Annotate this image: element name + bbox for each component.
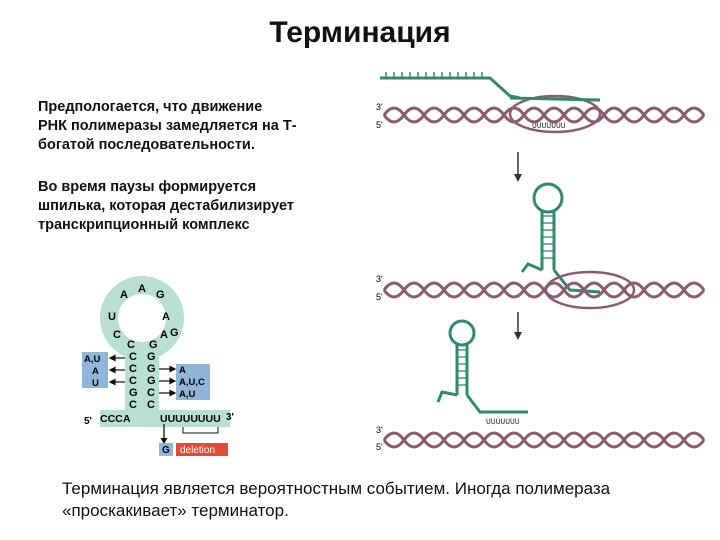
five-prime-label: 5' bbox=[376, 292, 383, 302]
stem-base: G bbox=[147, 375, 156, 387]
loop-base: A bbox=[162, 311, 170, 323]
deletion-label: deletion bbox=[180, 445, 215, 456]
loop-base: C bbox=[113, 329, 121, 341]
loop-base: U bbox=[108, 311, 116, 323]
loop-base: A bbox=[138, 283, 146, 295]
hairpin-tail-band bbox=[100, 410, 230, 427]
stem-base: G bbox=[129, 387, 138, 399]
five-prime-label: 5' bbox=[376, 442, 383, 452]
loop-base: G bbox=[170, 327, 179, 339]
u-tail-label: UUUUUUU bbox=[486, 418, 520, 427]
three-prime-label: 3' bbox=[226, 412, 234, 423]
left-arrows bbox=[108, 354, 125, 386]
deletion-badge bbox=[176, 443, 228, 456]
stem-base: C bbox=[129, 351, 137, 363]
paragraph-line: богатой последовательности. bbox=[38, 137, 255, 153]
g-base: G bbox=[162, 445, 170, 456]
stage-elongation: UUUUUUU 3' 5' bbox=[376, 72, 706, 134]
stem-base: G bbox=[149, 339, 158, 351]
footer-line: Терминация является вероятностным событи… bbox=[62, 479, 611, 498]
u-tail-label: UUUUUUU bbox=[532, 122, 566, 131]
right-variant-box bbox=[176, 364, 210, 400]
hairpin-structure: A A G A U G C A C C C C G G G G G C C C … bbox=[82, 276, 234, 456]
loop-base: A bbox=[120, 289, 128, 301]
paragraph-line: транскрипционный комплекс bbox=[38, 217, 250, 233]
right-variant: A,U,C bbox=[179, 377, 205, 388]
stem-base: C bbox=[129, 363, 137, 375]
paragraph-line: шпилька, которая дестабилизирует bbox=[38, 198, 294, 214]
five-prime-label: 5' bbox=[84, 416, 92, 427]
flow-arrowhead bbox=[514, 332, 522, 340]
stem-base: C bbox=[127, 339, 135, 351]
stem-base: C bbox=[129, 399, 137, 411]
u-bracket bbox=[182, 427, 219, 434]
stage-hairpin: 3' 5' bbox=[376, 182, 706, 310]
three-prime-label: 3' bbox=[376, 102, 383, 112]
page-title: Терминация bbox=[269, 16, 451, 49]
hairpin-stem-band bbox=[125, 346, 159, 414]
paragraph-line: Во время паузы формируется bbox=[38, 179, 257, 195]
deletion-arrowhead bbox=[160, 438, 168, 444]
flow-arrowhead bbox=[514, 174, 522, 182]
footer-note: Терминация является вероятностным событи… bbox=[62, 478, 712, 522]
stem-base: C bbox=[129, 375, 137, 387]
right-arrows bbox=[159, 365, 177, 397]
left-variant-box bbox=[82, 352, 108, 388]
left-variant: A bbox=[92, 366, 99, 377]
left-variant: U bbox=[92, 378, 99, 389]
stem-base: G bbox=[147, 363, 156, 375]
three-prime-label: 3' bbox=[376, 274, 383, 284]
footer-line: «проскакивает» терминатор. bbox=[62, 501, 289, 520]
right-variant: A,U bbox=[179, 389, 196, 400]
loop-base: A bbox=[160, 329, 168, 341]
five-prime-label: 5' bbox=[376, 120, 383, 130]
paragraph-line: Предпологается, что движение bbox=[38, 99, 263, 115]
paragraph-line: РНК полимеразы замедляется на Т- bbox=[38, 118, 297, 134]
stem-base: G bbox=[147, 351, 156, 363]
stem-base: C bbox=[147, 399, 155, 411]
left-variant: A,U bbox=[84, 354, 101, 365]
paragraph-hairpin: Во время паузы формируется шпилька, кото… bbox=[38, 178, 338, 235]
loop-base: G bbox=[156, 289, 165, 301]
three-prime-label: 3' bbox=[376, 425, 383, 435]
ccc-bases: CCC bbox=[100, 413, 123, 425]
right-variant: A bbox=[179, 365, 186, 376]
g-box bbox=[159, 443, 173, 456]
u-tail: UUUUUUUU bbox=[160, 413, 221, 425]
stem-base: C bbox=[147, 387, 155, 399]
a-base: A bbox=[123, 413, 131, 425]
stage-release: UUUUUUU 3' 5' bbox=[376, 319, 706, 452]
paragraph-pause: Предпологается, что движение РНК полимер… bbox=[38, 98, 338, 155]
